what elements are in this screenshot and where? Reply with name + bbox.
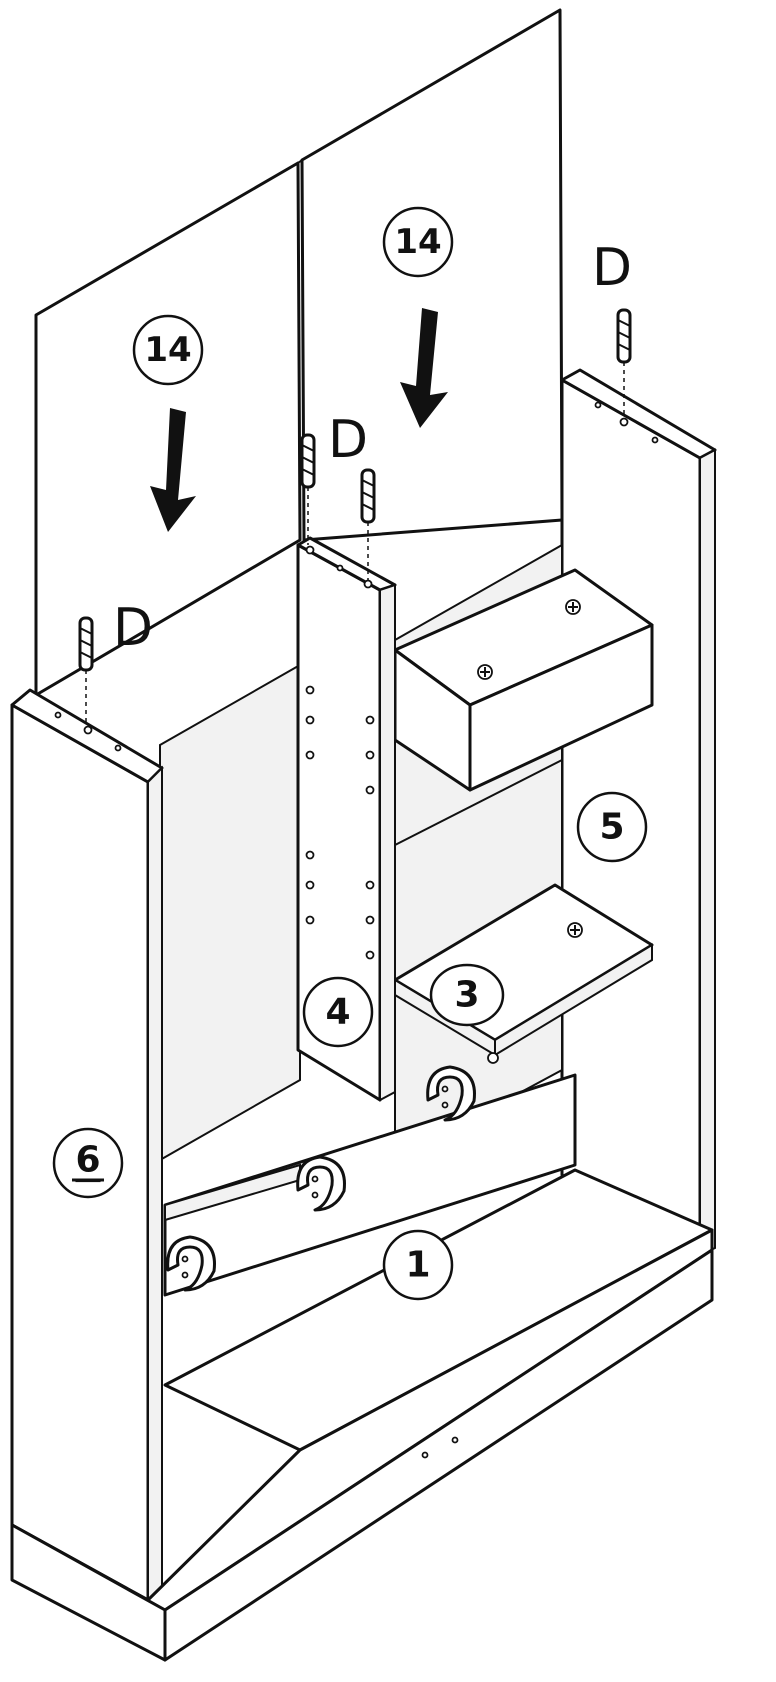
dowel-center-left bbox=[300, 433, 316, 555]
rail-screw-hole bbox=[487, 1052, 499, 1064]
callout-4-label: 4 bbox=[325, 992, 350, 1033]
base-board bbox=[10, 1168, 714, 1662]
arrow-down-left bbox=[150, 408, 196, 532]
coat-hook-1 bbox=[166, 1235, 216, 1292]
callout-6: 6 bbox=[52, 1127, 124, 1199]
dowel-left bbox=[78, 616, 94, 735]
coat-hook-3 bbox=[426, 1065, 476, 1122]
divider-holes bbox=[305, 685, 375, 960]
coat-hook-2 bbox=[296, 1155, 346, 1212]
dowel-label-left: D bbox=[113, 598, 153, 658]
hook-rail bbox=[163, 1073, 577, 1297]
back-panel-left bbox=[34, 161, 302, 697]
callout-14-left-label: 14 bbox=[144, 330, 191, 370]
callout-14-left: 14 bbox=[132, 314, 204, 386]
edge-holes bbox=[54, 401, 659, 752]
callout-5: 5 bbox=[576, 791, 648, 863]
callout-3: 3 bbox=[429, 963, 505, 1027]
dowel-top-right bbox=[616, 308, 632, 427]
dowel-label-top-right: D bbox=[592, 238, 632, 298]
divider-panel bbox=[296, 536, 397, 1102]
arrow-down-right bbox=[400, 308, 448, 428]
callout-14-right-label: 14 bbox=[394, 222, 441, 262]
callout-3-label: 3 bbox=[454, 975, 479, 1016]
callout-4: 4 bbox=[302, 976, 374, 1048]
dowel-center-right bbox=[360, 468, 376, 589]
callout-5-label: 5 bbox=[599, 807, 624, 848]
callout-1-label: 1 bbox=[405, 1245, 430, 1286]
callout-1: 1 bbox=[382, 1229, 454, 1301]
callout-6-label: 6 bbox=[75, 1140, 100, 1181]
dowel-label-center: D bbox=[328, 410, 368, 470]
screw-heads bbox=[477, 599, 583, 938]
callout-14-right: 14 bbox=[382, 206, 454, 278]
